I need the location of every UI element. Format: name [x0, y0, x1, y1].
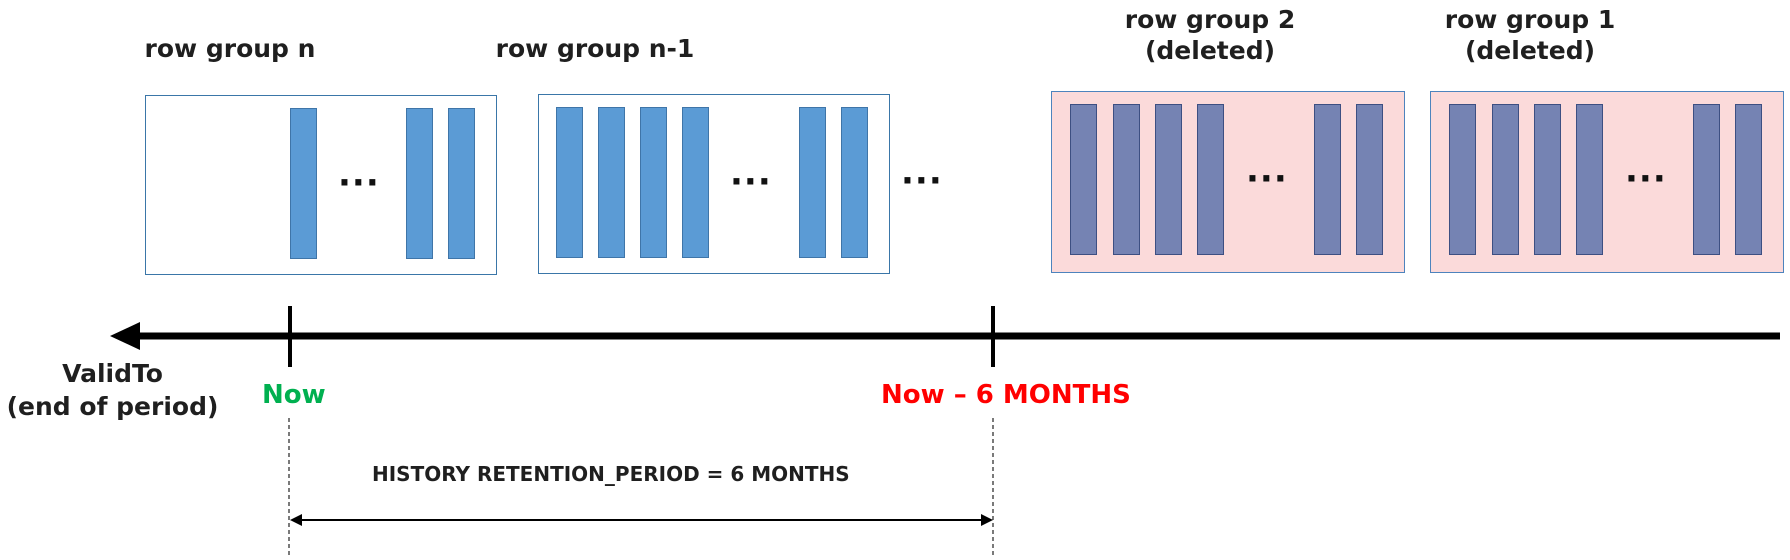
row-group-title-text: row group n: [144, 34, 316, 63]
row-group-n-1-box: ···: [538, 94, 890, 274]
column-segment: [1534, 104, 1561, 255]
row-group-2-box: ···: [1051, 91, 1405, 273]
column-segment: [1693, 104, 1720, 255]
column-segment: [682, 107, 709, 258]
column-segment: [290, 108, 317, 259]
column-segment: [1492, 104, 1519, 255]
column-segment: [448, 108, 475, 259]
column-segment: [799, 107, 826, 258]
cutoff-label: Now – 6 MONTHS: [881, 380, 1131, 410]
retention-arrowhead-right: [981, 514, 993, 526]
row-group-deleted-note: (deleted): [1464, 36, 1596, 66]
row-group-title-text: row group 1: [1444, 5, 1616, 34]
column-segment: [1356, 104, 1383, 255]
ellipsis-dots: ···: [730, 162, 772, 202]
column-segment: [556, 107, 583, 258]
column-segment: [1070, 104, 1097, 255]
row-group-1-title: row group 1 (deleted): [1410, 4, 1650, 67]
axis-label: ValidTo (end of period): [0, 358, 225, 423]
column-segment: [1113, 104, 1140, 255]
row-group-1-box: ···: [1430, 91, 1784, 273]
retention-period-label: HISTORY RETENTION_PERIOD = 6 MONTHS: [372, 462, 850, 486]
row-group-n-box: ···: [145, 95, 497, 275]
column-segment: [406, 108, 433, 259]
row-group-title-text: row group 2: [1124, 5, 1296, 34]
column-segment: [1155, 104, 1182, 255]
now-label: Now: [262, 380, 326, 410]
ellipsis-dots: ···: [338, 163, 380, 203]
column-segment: [598, 107, 625, 258]
column-segment: [1576, 104, 1603, 255]
row-group-n-1-title: row group n-1: [480, 33, 710, 64]
column-segment: [640, 107, 667, 258]
row-group-2-title: row group 2 (deleted): [1090, 4, 1330, 67]
column-segment: [1314, 104, 1341, 255]
row-group-title-text: row group n-1: [495, 34, 695, 63]
column-segment: [1449, 104, 1476, 255]
ellipsis-dots: ···: [1625, 159, 1667, 199]
column-segment: [841, 107, 868, 258]
axis-label-line-2: (end of period): [6, 391, 219, 421]
timeline-arrowhead-left: [110, 322, 140, 350]
gap-ellipsis-dots: ···: [901, 161, 943, 201]
column-segment: [1197, 104, 1224, 255]
row-group-deleted-note: (deleted): [1144, 36, 1276, 66]
ellipsis-dots: ···: [1246, 159, 1288, 199]
retention-arrowhead-left: [290, 514, 302, 526]
axis-label-line-1: ValidTo: [62, 359, 163, 388]
row-group-n-title: row group n: [140, 33, 320, 64]
column-segment: [1735, 104, 1762, 255]
